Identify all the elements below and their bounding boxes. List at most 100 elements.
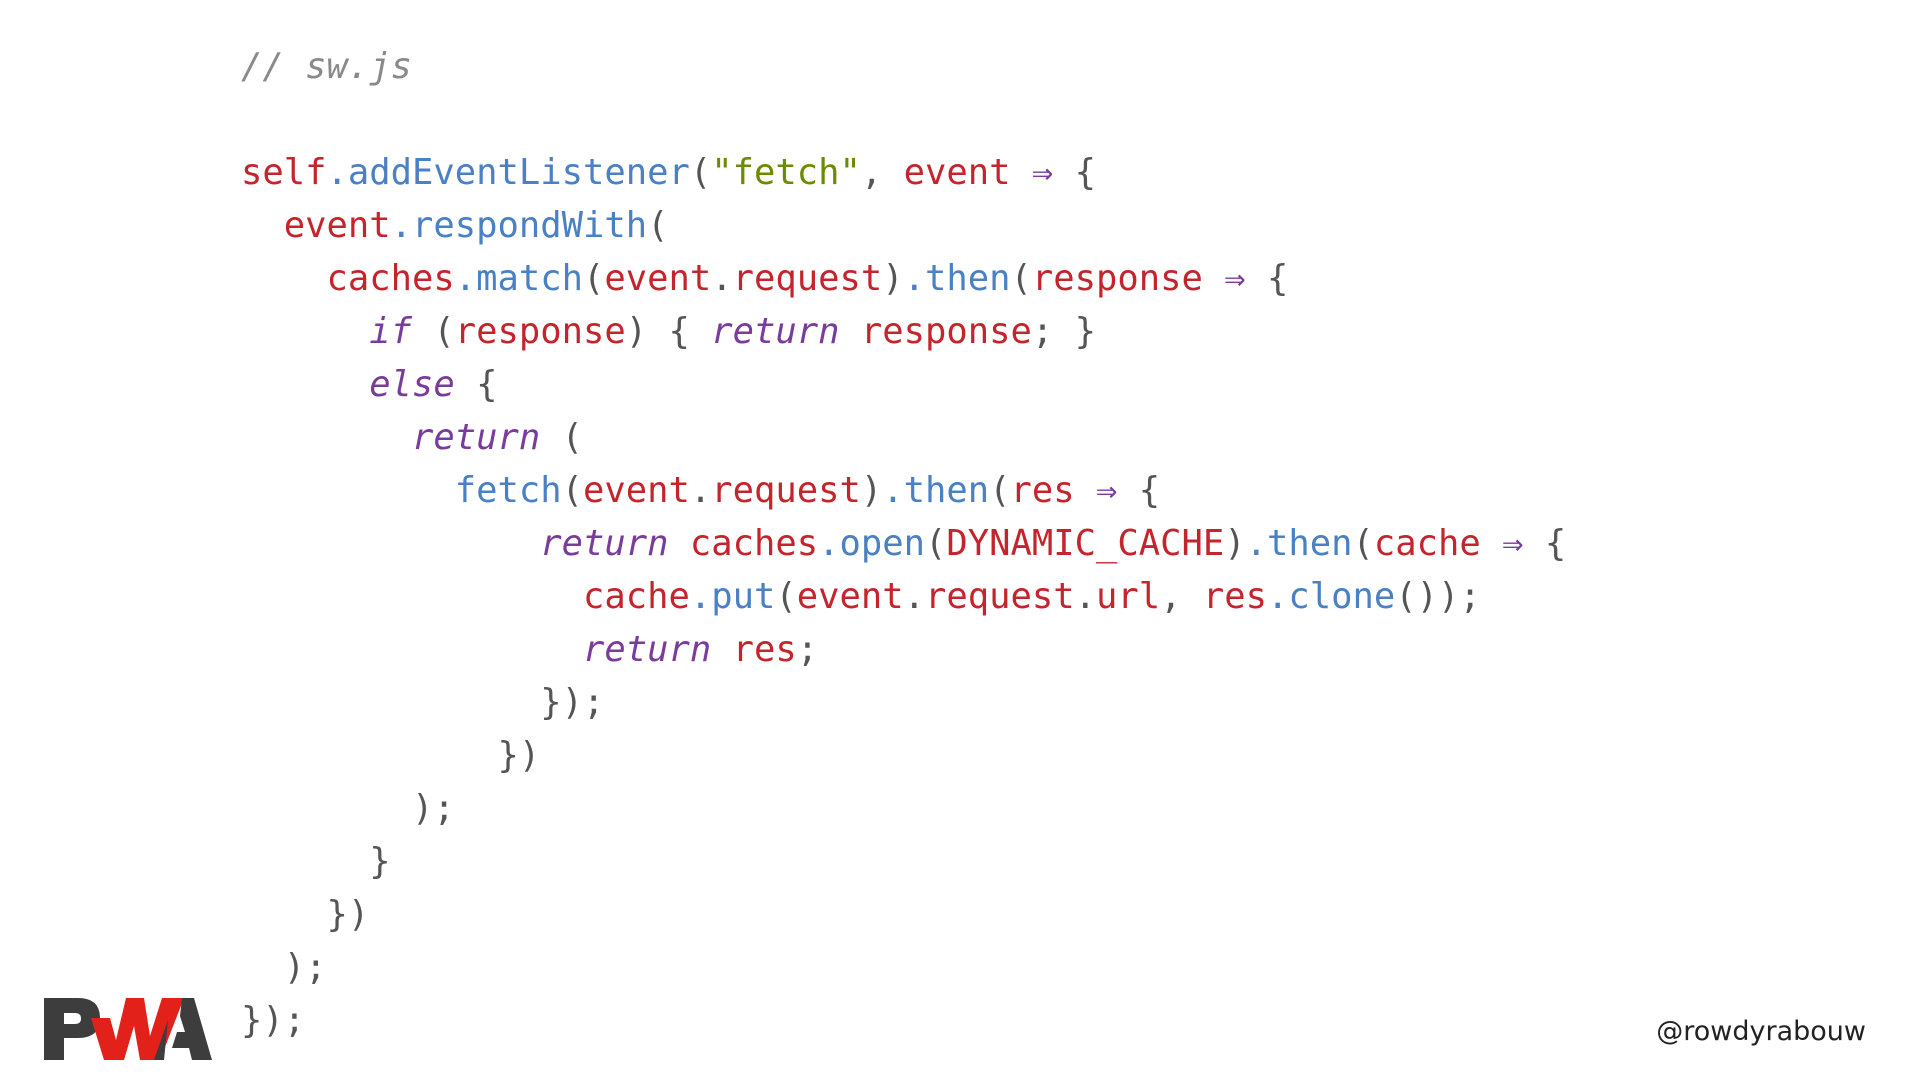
code-token-p <box>711 629 732 670</box>
code-token-fn: .then <box>903 258 1011 299</box>
code-token-fn: .then <box>882 470 990 511</box>
code-token-fn: .addEventListener <box>326 152 690 193</box>
code-token-op: ⇒ <box>1031 152 1054 193</box>
code-token-var: request <box>924 576 1075 617</box>
code-token-p: ; <box>796 629 819 670</box>
code-token-p <box>241 470 455 511</box>
code-line: }); <box>241 994 1566 1047</box>
code-line: caches.match(event.request).then(respons… <box>241 252 1566 305</box>
code-token-var: res <box>1010 470 1075 511</box>
code-token-p: { <box>1117 470 1161 511</box>
code-token-p <box>839 311 860 352</box>
code-token-p: ) <box>860 470 883 511</box>
code-token-kw: return <box>711 311 840 352</box>
code-token-var: self <box>241 152 327 193</box>
code-token-var: event <box>582 470 690 511</box>
logo-letter-p <box>44 998 100 1060</box>
code-token-p <box>241 364 369 405</box>
code-token-var: response <box>454 311 626 352</box>
code-token-var: event <box>903 152 1011 193</box>
code-token-var: response <box>860 311 1032 352</box>
code-line: }) <box>241 888 1566 941</box>
code-line: event.respondWith( <box>241 199 1566 252</box>
pwa-logo <box>44 998 212 1060</box>
code-token-p <box>241 417 412 458</box>
code-token-p: { <box>454 364 498 405</box>
code-token-p: ( <box>689 152 712 193</box>
code-line: return res; <box>241 623 1566 676</box>
code-token-var: event <box>283 205 391 246</box>
code-line: }) <box>241 729 1566 782</box>
logo-letter-w <box>91 998 184 1060</box>
code-token-p: ( <box>775 576 797 617</box>
logo-letter-a <box>154 998 212 1060</box>
code-token-p: ()); <box>1395 576 1481 617</box>
code-line: self.addEventListener("fetch", event ⇒ { <box>241 146 1566 199</box>
code-token-p: ( <box>583 258 605 299</box>
code-token-kw: return <box>540 523 669 564</box>
code-token-p: ) { <box>625 311 712 352</box>
code-token-var: url <box>1095 576 1161 617</box>
code-token-fn: .match <box>454 258 583 299</box>
code-token-p: , <box>860 152 904 193</box>
code-token-p: , <box>1160 576 1203 617</box>
code-token-op: ⇒ <box>1502 523 1524 564</box>
code-line: }); <box>241 676 1566 729</box>
code-token-var: request <box>711 470 861 511</box>
code-token-p <box>241 205 284 246</box>
code-token-p <box>241 629 583 670</box>
code-token-p: { <box>1523 523 1567 564</box>
code-token-p: }) <box>241 894 370 935</box>
code-token-p: . <box>711 258 733 299</box>
code-token-p <box>1010 152 1031 193</box>
code-token-fn: .respondWith <box>390 205 648 246</box>
code-token-p <box>1203 258 1224 299</box>
code-token-p <box>1075 470 1096 511</box>
code-token-p: } <box>241 841 391 882</box>
code-line <box>241 93 1566 146</box>
code-token-op: ⇒ <box>1095 470 1118 511</box>
code-token-p: ) <box>1224 523 1246 564</box>
code-token-p <box>241 258 327 299</box>
code-token-p: . <box>903 576 925 617</box>
code-token-p: ( <box>989 470 1011 511</box>
author-handle: @rowdyrabouw <box>1656 1016 1866 1047</box>
code-token-p: ); <box>241 788 455 829</box>
code-token-op: ⇒ <box>1224 258 1246 299</box>
code-token-p: ( <box>1010 258 1032 299</box>
code-token-kw: return <box>582 629 712 670</box>
code-token-p <box>241 311 369 352</box>
code-token-fn: .then <box>1245 523 1353 564</box>
code-token-p: ( <box>412 311 455 352</box>
code-token-p: . <box>689 470 712 511</box>
code-token-p <box>668 523 689 564</box>
code-token-p: ( <box>1352 523 1374 564</box>
code-line: ); <box>241 782 1566 835</box>
code-line: cache.put(event.request.url, res.clone()… <box>241 570 1566 623</box>
code-token-var: cache <box>582 576 690 617</box>
code-block: // sw.js self.addEventListener("fetch", e… <box>241 40 1566 1047</box>
code-token-var: response <box>1031 258 1203 299</box>
code-token-p: }); <box>241 1000 306 1041</box>
code-token-fn: .clone <box>1266 576 1396 617</box>
code-token-var: caches <box>689 523 819 564</box>
code-token-p: { <box>1053 152 1096 193</box>
code-token-var: res <box>1202 576 1267 617</box>
code-token-p <box>241 523 540 564</box>
code-token-p: ( <box>647 205 669 246</box>
code-line: // sw.js <box>241 40 1566 93</box>
code-token-p: ( <box>924 523 947 564</box>
code-token-kw: else <box>369 364 455 405</box>
code-line: fetch(event.request).then(res ⇒ { <box>241 464 1566 517</box>
code-token-p: ); <box>241 947 327 988</box>
code-token-p: . <box>1074 576 1096 617</box>
code-token-var: event <box>604 258 712 299</box>
code-line: } <box>241 835 1566 888</box>
code-line: ); <box>241 941 1566 994</box>
code-line: return caches.open(DYNAMIC_CACHE).then(c… <box>241 517 1566 570</box>
code-token-p: }) <box>241 735 541 776</box>
code-token-p: ( <box>561 470 583 511</box>
code-line: else { <box>241 358 1566 411</box>
code-token-fn: fetch <box>454 470 562 511</box>
code-token-p <box>241 576 583 617</box>
